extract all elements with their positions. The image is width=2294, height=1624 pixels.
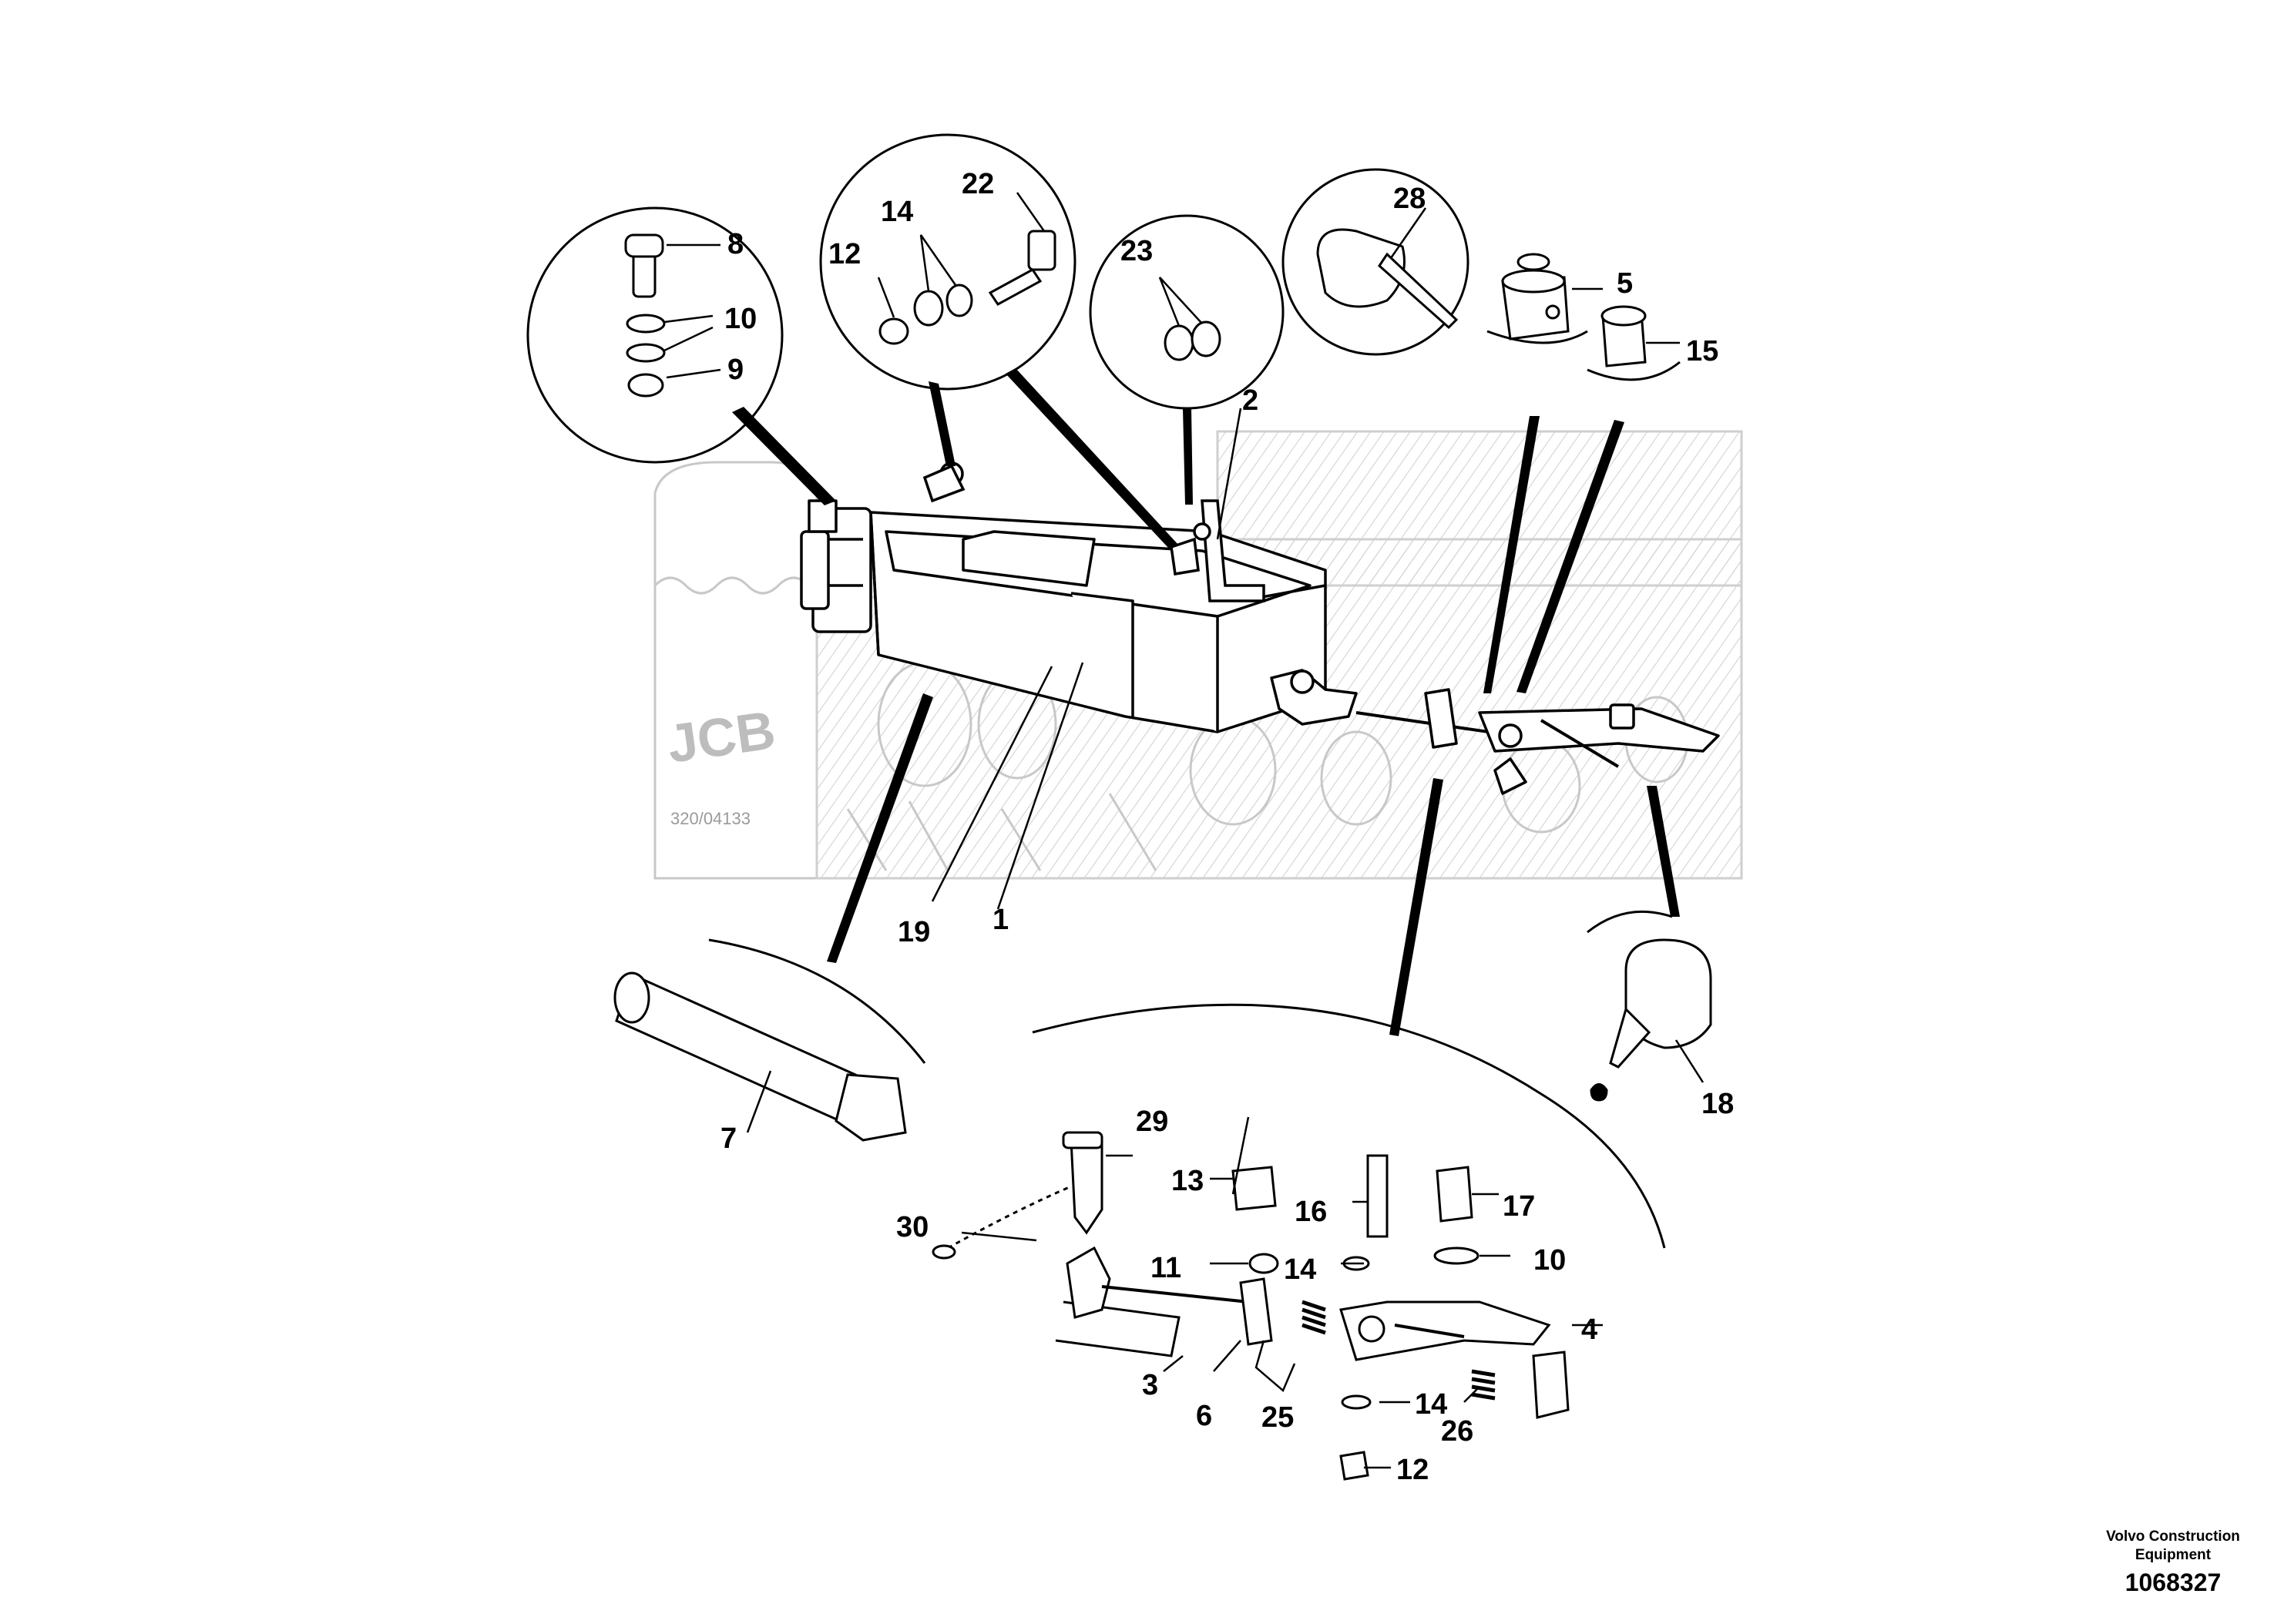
callout-14b: 14: [1284, 1253, 1316, 1286]
publisher-credit: Volvo Construction Equipment: [2081, 1528, 2265, 1565]
callout-8: 8: [727, 228, 744, 260]
leader-wedges: [732, 368, 1680, 1036]
detail-arc-long-bolt: [613, 938, 926, 1142]
publisher-line-1: Volvo Construction: [2106, 1528, 2240, 1545]
callout-5: 5: [1617, 267, 1633, 300]
callout-30: 30: [896, 1211, 929, 1243]
publisher-line-2: Equipment: [2134, 1547, 2212, 1563]
detail-arc-linkage-kit: [932, 1003, 1666, 1481]
callout-10a: 10: [724, 303, 757, 335]
drawing-number: 1068327: [2124, 1569, 2222, 1596]
callout-22: 22: [962, 168, 994, 200]
callout-1: 1: [992, 904, 1009, 936]
detail-sleeves: [1486, 253, 1681, 381]
callout-26: 26: [1441, 1415, 1473, 1448]
callout-13: 13: [1171, 1165, 1204, 1197]
callout-15: 15: [1686, 335, 1718, 367]
callout-4: 4: [1581, 1314, 1597, 1346]
callout-14a: 14: [881, 196, 913, 228]
callout-18: 18: [1701, 1088, 1734, 1120]
throttle-linkage: [1270, 669, 1720, 795]
callout-2: 2: [1242, 384, 1258, 417]
callout-25: 25: [1261, 1401, 1294, 1434]
callout-16: 16: [1295, 1196, 1327, 1228]
detail-circle-washers: [1089, 214, 1285, 410]
callout-12a: 12: [828, 238, 861, 270]
callout-6: 6: [1196, 1400, 1212, 1432]
engine-part-number: 320/04133: [670, 809, 751, 828]
callout-7: 7: [720, 1122, 737, 1155]
callout-labels: 8 10 9 12 14 22 23 28 5 15 2 19 1 7 18 2…: [720, 168, 1734, 1486]
leader-lines: [663, 192, 1705, 1469]
callout-12b: 12: [1396, 1454, 1429, 1486]
callout-14c: 14: [1415, 1388, 1447, 1421]
callout-10b: 10: [1533, 1244, 1566, 1277]
callout-11: 11: [1150, 1252, 1181, 1284]
callout-23: 23: [1120, 235, 1153, 267]
callout-9: 9: [727, 354, 744, 386]
detail-circle-bolt-washers: [526, 206, 784, 464]
callout-17: 17: [1503, 1190, 1535, 1223]
detail-circle-nut-washers-bolt: [819, 133, 1076, 391]
detail-arc-lubricant-tube: [1587, 910, 1712, 1102]
detail-circle-cable-tie: [1281, 168, 1469, 356]
callout-29: 29: [1136, 1106, 1168, 1138]
engine-logo-text: JCB: [663, 700, 779, 774]
actuator-housing: [800, 499, 1327, 733]
callout-19: 19: [898, 916, 930, 948]
callout-3: 3: [1142, 1369, 1158, 1401]
callout-28: 28: [1393, 183, 1426, 215]
